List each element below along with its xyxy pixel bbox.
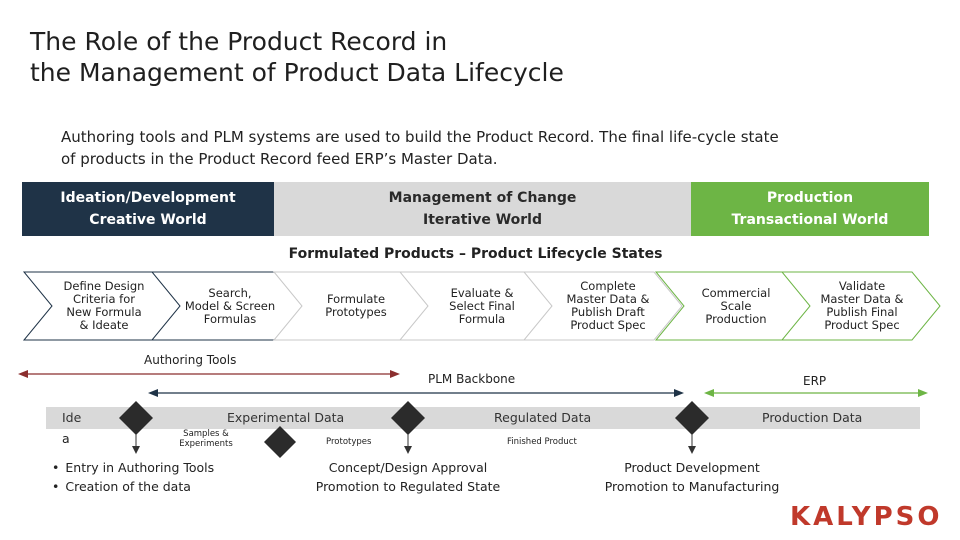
lifecycle-title: Formulated Products – Product Lifecycle … [288,246,663,262]
chevron-7-line-4: Product Spec [824,318,900,332]
chevron-7-line-2: Master Data & [820,292,904,306]
slide-title: The Role of the Product Record in the Ma… [30,26,564,88]
kalypso-logo: KALYPSO [790,502,943,532]
plm-backbone-label: PLM Backbone [428,372,516,386]
chevron-5-line-3: Publish Draft [571,305,645,319]
erp-arrow [704,389,928,397]
chevron-3-line-1: Formulate [326,292,386,306]
band-ideation-line-2: Creative World [89,212,207,228]
chevron-2-line-3: Formulas [203,311,257,326]
samples-caption-line-2: Experiments [179,439,233,449]
chevron-1-line-2: Criteria for [73,292,135,306]
chevron-2-line-1: Search, [208,285,252,300]
band-change-line-2: Iterative World [422,212,543,228]
chevron-1-label: Define Design Criteria for New Formula &… [56,272,152,340]
chevron-1-line-3: New Formula [66,305,142,319]
samples-caption: Samples & Experiments [168,429,244,449]
chevron-4-label: Evaluate & Select Final Formula [430,272,534,340]
chevron-1-line-4: & Ideate [79,318,129,332]
prototypes-caption: Prototypes [326,437,372,447]
chevron-4-line-1: Evaluate & [450,285,514,300]
concept-note-line-2: Promotion to Regulated State [315,479,501,494]
chevron-1-line-1: Define Design [63,279,145,293]
chevron-5-shape [522,271,683,341]
chevron-3-line-2: Prototypes [325,305,387,319]
milestone-diamond-small [264,426,296,458]
chevron-6-line-2: Scale [720,298,752,313]
milestone-diamond-2 [391,401,425,435]
chevron-5-line-1: Complete [580,279,636,293]
chevron-6-line-3: Production [705,311,767,326]
chevron-6-label: Commercial Scale Production [686,272,786,340]
chevron-5-label: Complete Master Data & Publish Draft Pro… [554,272,662,340]
chevron-6-line-1: Commercial [701,285,771,300]
track-production-label: Production Data [762,410,863,425]
chevron-3-label: Formulate Prototypes [304,272,408,340]
chevron-5-line-2: Master Data & [566,292,650,306]
intro-line-2: of products in the Product Record feed E… [61,150,498,168]
plm-backbone-arrow [148,389,684,397]
samples-caption-line-1: Samples & [183,429,229,439]
chevron-2-label: Search, Model & Screen Formulas [178,272,282,340]
band-change-line-1: Management of Change [388,190,577,206]
track-experimental-label: Experimental Data [227,410,345,425]
title-line-1: The Role of the Product Record in [30,27,448,56]
band-production: Production Transactional World [691,182,929,236]
product-note-line-2: Promotion to Manufacturing [604,479,780,494]
entry-note-2: Creation of the data [52,477,214,496]
chevron-5-line-4: Product Spec [570,318,646,332]
product-note-line-1: Product Development [624,460,760,475]
erp-label: ERP [803,374,827,388]
track-regulated-label: Regulated Data [494,410,592,425]
intro-line-1: Authoring tools and PLM systems are used… [61,128,779,146]
entry-note-1: Entry in Authoring Tools [52,458,214,477]
authoring-tools-arrow [18,370,400,378]
band-production-line-2: Transactional World [731,212,889,228]
band-change: Management of Change Iterative World [274,182,691,236]
concept-note-line-1: Concept/Design Approval [328,460,488,475]
milestone-diamond-3 [675,401,709,435]
band-production-line-1: Production [766,190,854,206]
chevron-4-line-2: Select Final [449,298,515,313]
finished-product-caption: Finished Product [507,437,577,447]
milestone-diamond-1 [119,401,153,435]
authoring-tools-label: Authoring Tools [144,353,237,367]
chevron-7-shape [780,271,941,341]
chevron-2-line-2: Model & Screen [184,298,276,313]
track-ide-wrap-label: a [62,431,70,446]
band-ideation-line-1: Ideation/Development [60,190,236,206]
track-ide-label: Ide [62,410,82,425]
chevron-7-label: Validate Master Data & Publish Final Pro… [812,272,912,340]
intro-text: Authoring tools and PLM systems are used… [61,126,901,170]
concept-approval-note: Concept/Design Approval Promotion to Reg… [308,458,508,496]
chevron-7-line-1: Validate [838,279,886,293]
title-line-2: the Management of Product Data Lifecycle [30,58,564,87]
product-development-note: Product Development Promotion to Manufac… [592,458,792,496]
chevron-7-line-3: Publish Final [826,305,898,319]
entry-notes-list: Entry in Authoring Tools Creation of the… [52,458,214,496]
chevron-4-line-3: Formula [458,311,506,326]
band-ideation: Ideation/Development Creative World [22,182,274,236]
